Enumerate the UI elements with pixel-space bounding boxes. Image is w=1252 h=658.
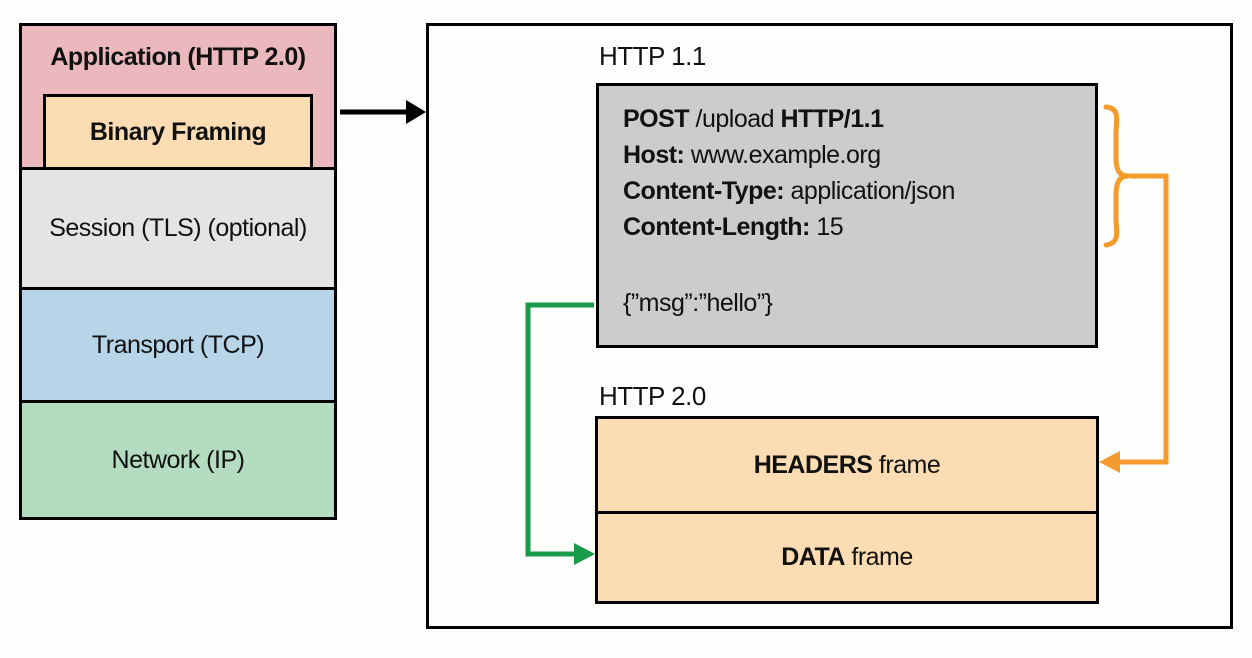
network-layer-label: Network (IP): [111, 445, 245, 474]
application-layer-label: Application (HTTP 2.0): [50, 43, 306, 71]
headers-frame-box: HEADERS frame: [598, 419, 1096, 514]
http11-request-headers: POST /upload HTTP/1.1 Host: www.example.…: [599, 86, 1095, 245]
data-frame-label: DATA frame: [781, 543, 913, 572]
headers-frame-label: HEADERS frame: [754, 451, 941, 480]
http11-section-label: HTTP 1.1: [599, 41, 706, 71]
data-frame-box: DATA frame: [598, 514, 1096, 601]
host-header-value: www.example.org: [684, 141, 881, 169]
request-line: POST /upload HTTP/1.1: [623, 101, 1095, 137]
binary-framing-box: Binary Framing: [43, 94, 313, 170]
session-layer-box: Session (TLS) (optional): [19, 167, 337, 290]
content-type-header-name: Content-Type:: [623, 177, 785, 205]
http20-frames-box: HEADERS frame DATA frame: [595, 416, 1099, 604]
content-length-header-value: 15: [809, 213, 844, 241]
http20-section-label: HTTP 2.0: [599, 381, 706, 411]
transport-layer-label: Transport (TCP): [91, 330, 265, 359]
content-type-header-value: application/json: [784, 177, 956, 205]
request-path: /upload: [689, 105, 781, 133]
content-length-header-line: Content-Length: 15: [623, 209, 1095, 245]
headers-frame-label-rest: frame: [872, 450, 941, 479]
host-header-line: Host: www.example.org: [623, 137, 1095, 173]
network-layer-box: Network (IP): [19, 400, 337, 520]
http11-request-body: {”msg”:”hello”}: [623, 289, 773, 317]
data-frame-label-rest: frame: [844, 543, 913, 571]
content-length-header-name: Content-Length:: [623, 213, 810, 241]
request-method: POST: [623, 105, 690, 133]
request-version: HTTP/1.1: [780, 105, 884, 133]
host-header-name: Host:: [623, 141, 685, 169]
stack-to-panel-arrow-icon: [340, 100, 426, 124]
session-layer-label: Session (TLS) (optional): [49, 214, 307, 242]
http11-request-box: POST /upload HTTP/1.1 Host: www.example.…: [596, 83, 1098, 348]
framing-detail-panel: HTTP 1.1 POST /upload HTTP/1.1 Host: www…: [426, 23, 1233, 629]
headers-frame-label-bold: HEADERS: [753, 450, 873, 479]
data-frame-label-bold: DATA: [781, 543, 845, 571]
binary-framing-label: Binary Framing: [89, 117, 267, 146]
transport-layer-box: Transport (TCP): [19, 287, 337, 403]
content-type-header-line: Content-Type: application/json: [623, 173, 1095, 209]
